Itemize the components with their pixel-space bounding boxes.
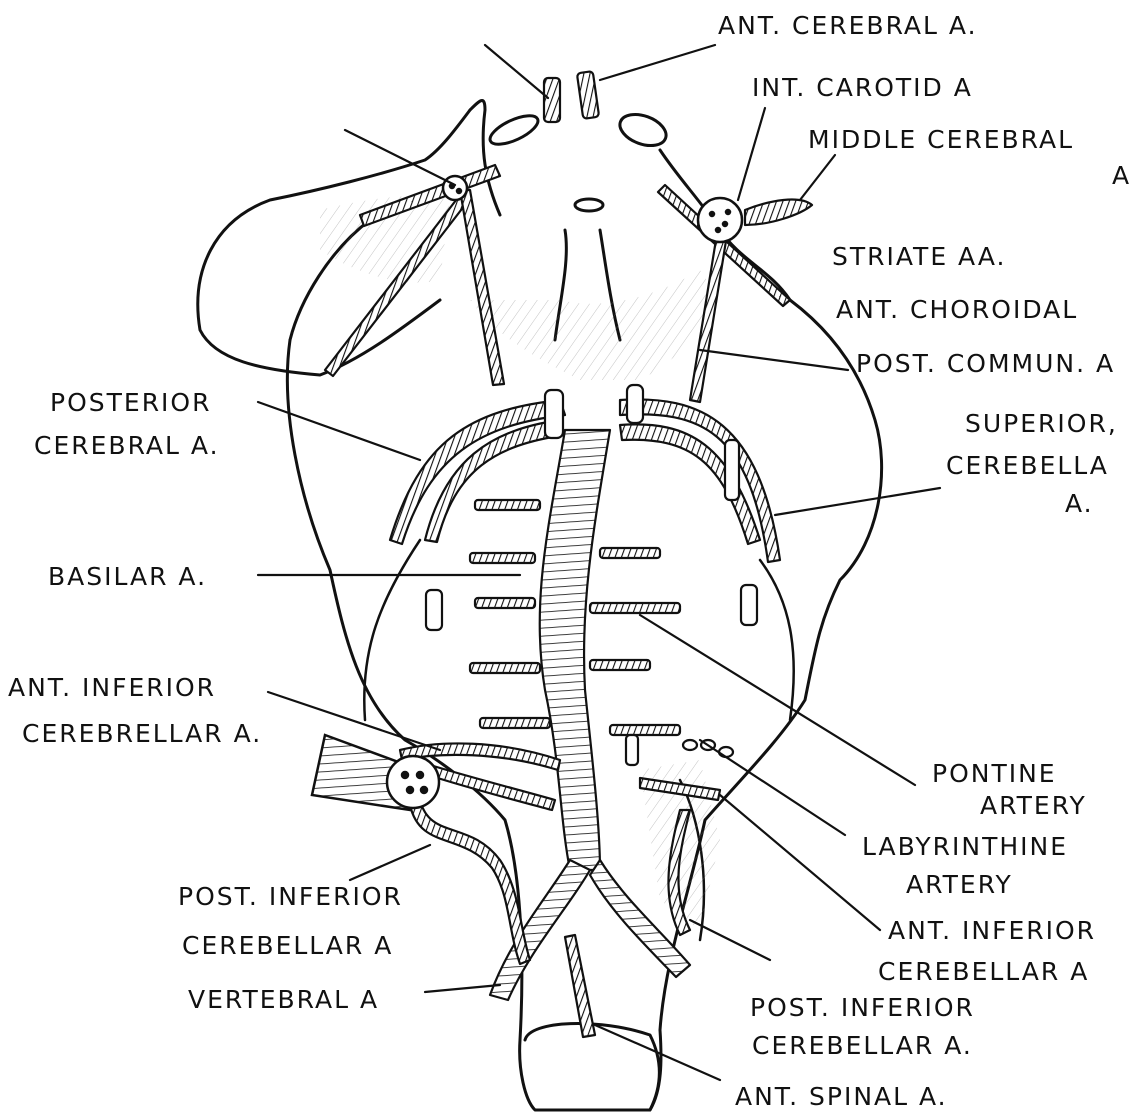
ant-cerebral-left [544,78,560,122]
label-superior-cerebellar-2: CEREBELLA [946,452,1109,480]
label-ant-inferior-right-1: ANT. INFERIOR [888,917,1096,945]
ant-cerebral-right [577,71,599,119]
label-middle-cerebral-1: MIDDLE CEREBRAL [808,126,1074,154]
left-optic-nerve [486,110,542,150]
left-post-inferior-cerebellar [410,800,530,964]
label-pontine-2: ARTERY [980,792,1087,820]
label-labyrinthine-2: ARTERY [906,871,1013,899]
label-ant-choroidal: ANT. CHOROIDAL [836,296,1078,324]
left-posterior-cerebral [390,400,565,544]
label-middle-cerebral-2: A [1112,162,1131,190]
label-labyrinthine-1: LABYRINTHINE [862,833,1068,861]
label-post-inferior-right-1: POST. INFERIOR [750,994,975,1022]
pontine-artery [590,603,680,613]
label-striate: STRIATE AA. [832,243,1006,271]
right-middle-cerebral [745,200,812,225]
label-post-commun: POST. COMMUN. A [856,350,1115,378]
right-int-carotid [698,198,742,242]
label-int-carotid: INT. CAROTID A [752,74,973,102]
ant-spinal-artery [565,935,595,1037]
label-vertebral: VERTEBRAL A [188,986,379,1014]
label-ant-inferior-left-2: CEREBRELLAR A. [22,720,262,748]
label-posterior-cerebral-2: CEREBRAL A. [34,432,220,460]
label-pontine-1: PONTINE [932,760,1057,788]
label-basilar: BASILAR A. [48,563,207,591]
label-post-inferior-left-2: CEREBELLAR A [182,932,393,960]
label-ant-inferior-left-1: ANT. INFERIOR [8,674,216,702]
label-superior-cerebellar-3: A. [1065,490,1094,518]
label-posterior-cerebral-1: POSTERIOR [50,389,211,417]
label-ant-inferior-right-2: CEREBELLAR A [878,958,1089,986]
label-post-inferior-right-2: CEREBELLAR A. [752,1032,973,1060]
label-superior-cerebellar-1: SUPERIOR, [965,410,1118,438]
right-optic-nerve [616,109,671,152]
label-ant-cerebral: ANT. CEREBRAL A. [718,12,978,40]
label-ant-spinal: ANT. SPINAL A. [735,1083,948,1111]
label-post-inferior-left-1: POST. INFERIOR [178,883,403,911]
